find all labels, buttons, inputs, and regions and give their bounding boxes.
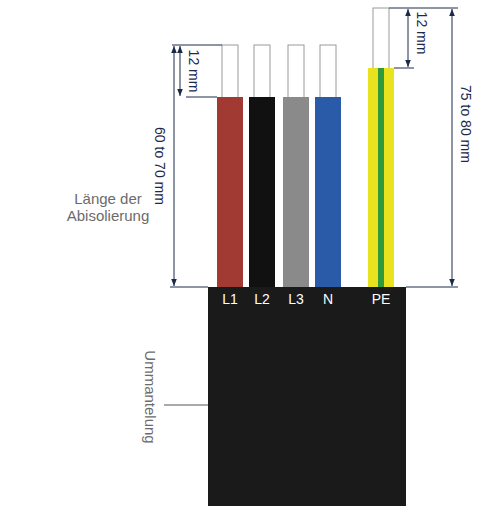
wire-l2 — [249, 97, 275, 287]
conductor-label: L2 — [254, 291, 270, 307]
conductor-label: PE — [372, 291, 391, 307]
dimension-label: 60 to 70 mm — [152, 127, 168, 205]
wire-l1 — [217, 97, 243, 287]
part-label: Ummantelung — [141, 350, 158, 443]
bare-conductors — [222, 8, 389, 99]
leader-line — [164, 405, 208, 406]
conductor-label: L1 — [222, 291, 238, 307]
wire-pe-stripe — [378, 68, 384, 287]
dimension-label: 12 mm — [186, 50, 202, 93]
annotation-text: Länge der Abisolierung — [56, 190, 160, 225]
wire-n — [315, 97, 341, 287]
dimension-lines-right — [389, 8, 458, 287]
dimension-label: 12 mm — [414, 12, 430, 55]
dimension-lines-left — [170, 45, 222, 287]
wire-pe — [368, 68, 394, 287]
conductor-label: L3 — [288, 291, 304, 307]
dimension-label: 75 to 80 mm — [458, 85, 474, 163]
wire-l3 — [283, 97, 309, 287]
conductor-label: N — [323, 291, 333, 307]
cable-sheath — [208, 287, 406, 506]
